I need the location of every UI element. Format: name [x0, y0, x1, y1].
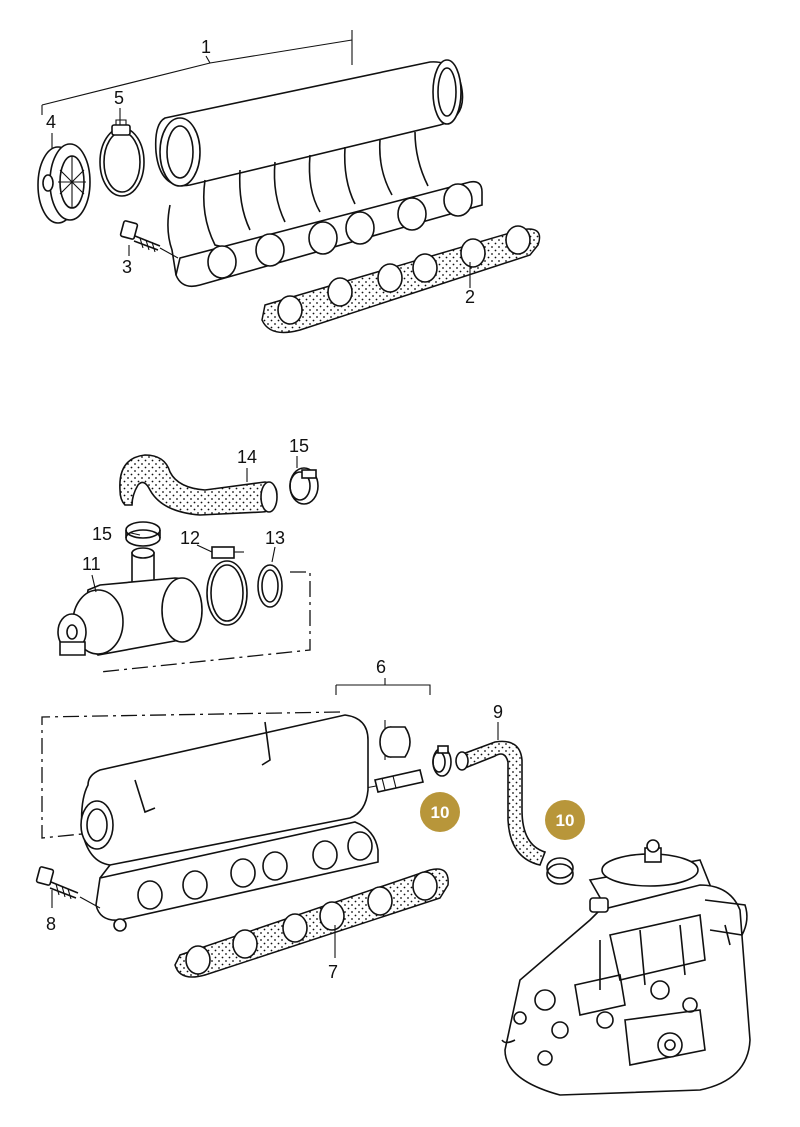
highlight-badge-10-right[interactable]: 10 [545, 800, 585, 840]
callout-4: 4 [46, 112, 56, 132]
vacuum-hose [455, 740, 547, 866]
plenum-inlet [159, 117, 201, 187]
callout-1: 1 [201, 37, 211, 57]
badge-10-right-label: 10 [556, 811, 575, 830]
callout-6: 6 [376, 657, 386, 677]
hose-clamp-12 [206, 546, 248, 626]
lower-manifold [80, 714, 379, 932]
callout-15-left: 15 [92, 524, 112, 544]
pin-6 [374, 769, 424, 793]
lower-bracket [41, 711, 341, 839]
bolt-upper [119, 220, 179, 259]
intake-manifold-assembly [41, 30, 483, 288]
callout-3: 3 [122, 257, 132, 277]
hose-clamp-10-lower [546, 857, 574, 885]
o-ring-13 [257, 564, 283, 608]
callout-8: 8 [46, 914, 56, 934]
plug-6 [379, 726, 411, 758]
hose-clamp-upper [99, 119, 145, 197]
injection-pump [501, 839, 751, 1096]
hose-clamp-15-right [289, 467, 319, 505]
intake-gasket-lower [174, 868, 449, 978]
bolt-lower [35, 866, 101, 909]
throttle-wheel [37, 143, 91, 224]
callout-13: 13 [265, 528, 285, 548]
breather-hose [119, 454, 278, 516]
callout-2: 2 [465, 287, 475, 307]
callout-9: 9 [493, 702, 503, 722]
highlight-badge-10-left[interactable]: 10 [420, 792, 460, 832]
callout-15-right: 15 [289, 436, 309, 456]
hose-clamp-10-upper [432, 745, 452, 777]
valve-housing [57, 547, 203, 656]
callout-leaders [51, 108, 499, 958]
intake-gasket-upper [261, 225, 541, 334]
badge-10-left-label: 10 [431, 803, 450, 822]
callout-11: 11 [82, 554, 101, 574]
callout-14: 14 [237, 447, 257, 467]
callout-7: 7 [328, 962, 338, 982]
hose-clamp-15-left [125, 521, 161, 547]
middle-bracket [99, 571, 311, 673]
callout-12: 12 [180, 528, 200, 548]
callout-5: 5 [114, 88, 124, 108]
